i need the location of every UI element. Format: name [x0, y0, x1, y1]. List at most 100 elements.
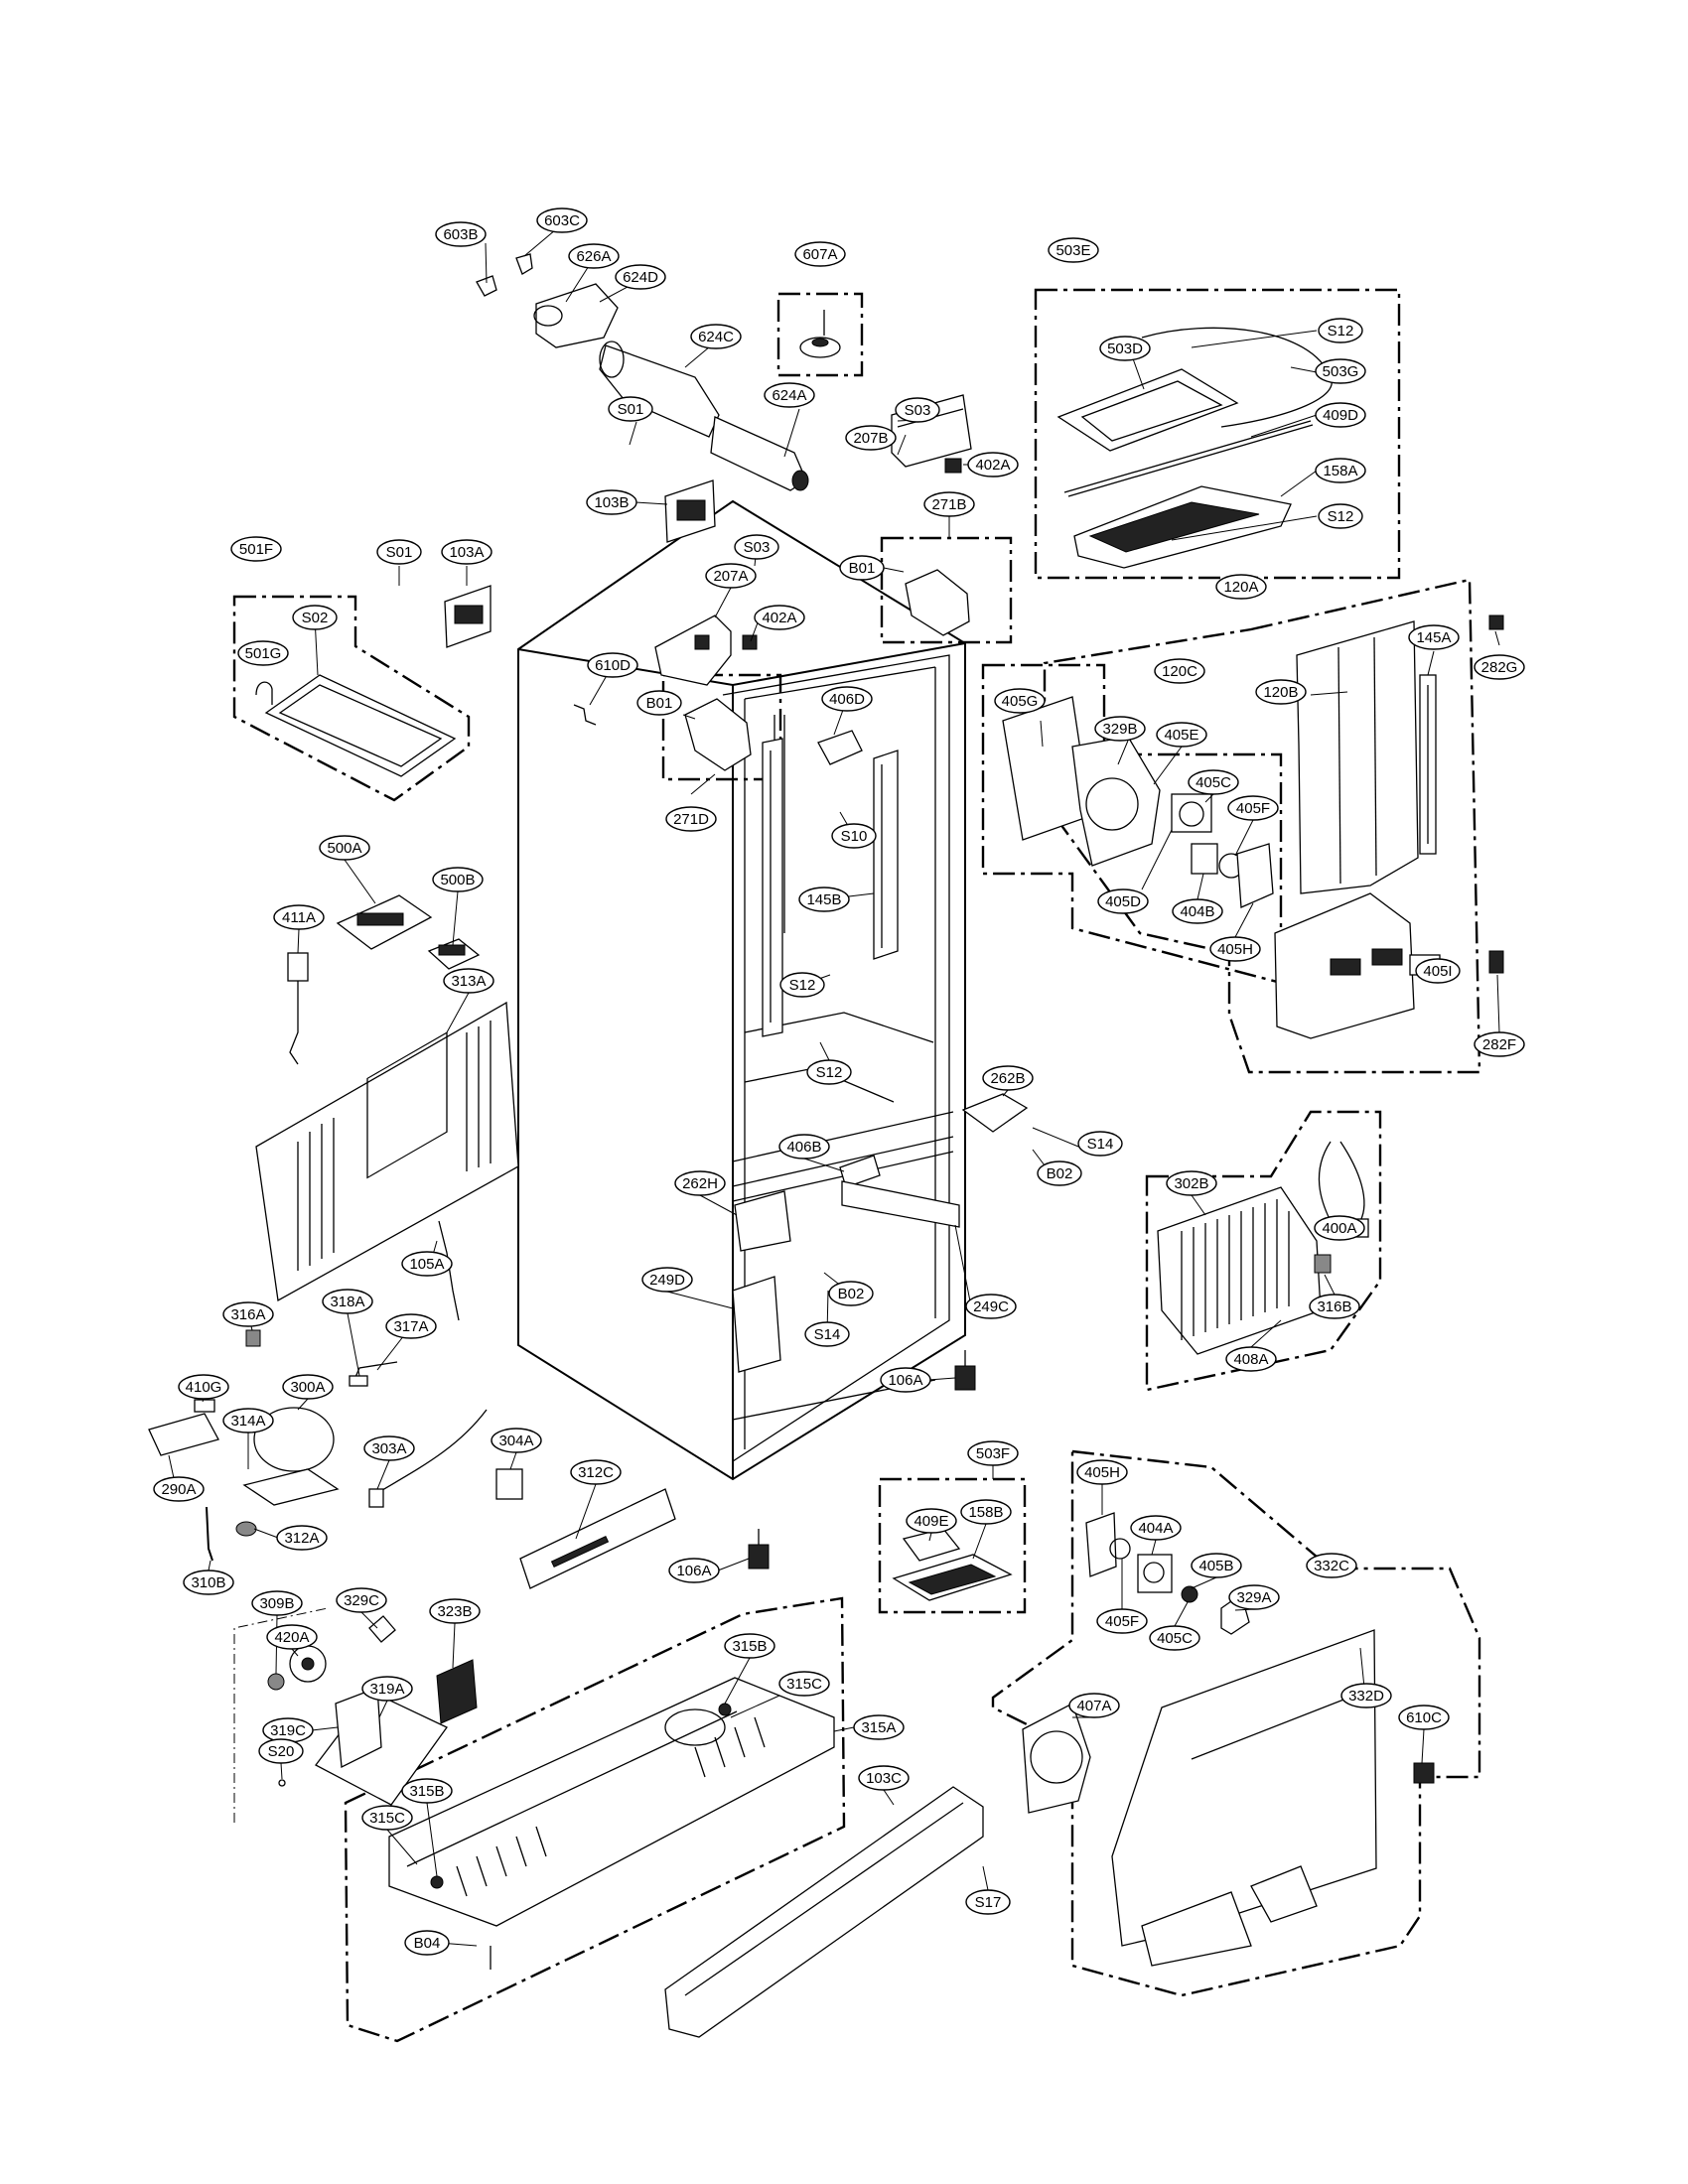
part-329C-fan	[368, 1615, 396, 1643]
svg-text:317A: 317A	[393, 1318, 428, 1335]
callout-262H: 262H	[674, 1170, 726, 1196]
callout-B01b: B01	[636, 690, 682, 716]
svg-text:503E: 503E	[1055, 242, 1090, 259]
boundary-332C	[991, 1449, 1481, 1997]
svg-text:316A: 316A	[230, 1306, 265, 1323]
svg-text:282G: 282G	[1481, 659, 1518, 676]
svg-text:405I: 405I	[1423, 963, 1452, 980]
svg-text:120B: 120B	[1263, 684, 1298, 701]
svg-text:503G: 503G	[1323, 363, 1359, 380]
callout-503E: 503E	[1048, 237, 1099, 263]
part-309B-washer	[267, 1673, 285, 1691]
svg-text:106A: 106A	[888, 1372, 922, 1389]
boundary-271B	[880, 536, 1013, 644]
callout-332C: 332C	[1306, 1553, 1357, 1578]
svg-text:404A: 404A	[1138, 1520, 1173, 1537]
svg-text:S01: S01	[618, 401, 644, 418]
callout-603C: 603C	[536, 207, 588, 233]
svg-text:329A: 329A	[1236, 1589, 1271, 1606]
part-407A-fan-housing	[1022, 1703, 1091, 1814]
svg-text:B02: B02	[1047, 1165, 1073, 1182]
svg-text:500B: 500B	[440, 872, 475, 888]
callout-300A: 300A	[282, 1374, 334, 1400]
svg-text:S12: S12	[789, 977, 816, 994]
callout-405Cb: 405C	[1149, 1625, 1200, 1651]
callout-607A: 607A	[794, 241, 846, 267]
callout-207A: 207A	[705, 563, 757, 589]
svg-text:332D: 332D	[1348, 1688, 1384, 1705]
svg-text:315A: 315A	[861, 1719, 896, 1736]
svg-text:402A: 402A	[762, 610, 796, 626]
part-610C-clip	[1413, 1762, 1435, 1784]
part-405C-motor	[1171, 793, 1212, 833]
svg-text:B04: B04	[414, 1935, 441, 1952]
part-610D-wire	[573, 704, 597, 726]
callout-120B: 120B	[1255, 679, 1307, 705]
svg-text:103A: 103A	[449, 544, 484, 561]
callout-319C: 319C	[262, 1717, 314, 1743]
part-626A-624D-bracket	[533, 283, 619, 348]
svg-text:405H: 405H	[1084, 1464, 1120, 1481]
callout-106Aa: 106A	[880, 1367, 931, 1393]
part-312A-grommet	[235, 1521, 257, 1537]
part-282G-clip	[1488, 614, 1504, 630]
part-249C-rail	[841, 1180, 960, 1228]
boundary-501F	[232, 595, 471, 802]
callout-282G: 282G	[1474, 654, 1525, 680]
svg-text:158B: 158B	[968, 1504, 1003, 1521]
svg-text:315B: 315B	[409, 1783, 444, 1800]
svg-text:158A: 158A	[1323, 463, 1357, 479]
callout-603B: 603B	[435, 221, 487, 247]
callout-405D: 405D	[1097, 888, 1149, 914]
callout-S01b: S01	[376, 539, 422, 565]
callout-405C: 405C	[1188, 769, 1239, 795]
callout-318A: 318A	[322, 1289, 373, 1314]
svg-text:S03: S03	[744, 539, 771, 556]
part-405F-bracket-b	[1109, 1538, 1131, 1560]
callout-405H: 405H	[1209, 936, 1261, 962]
boundary-271D	[661, 673, 782, 781]
callout-329B: 329B	[1094, 716, 1146, 742]
callout-624D: 624D	[615, 264, 666, 290]
callout-332D: 332D	[1340, 1683, 1392, 1708]
svg-text:407A: 407A	[1076, 1698, 1111, 1714]
part-405H-bracket-b	[1085, 1512, 1117, 1577]
svg-text:400A: 400A	[1322, 1220, 1356, 1237]
part-603C-clip	[515, 253, 533, 275]
rail-145B-right	[873, 750, 899, 960]
svg-text:120C: 120C	[1162, 663, 1197, 680]
part-500A-pcb	[336, 894, 433, 950]
callout-103B: 103B	[586, 489, 637, 515]
svg-text:302B: 302B	[1174, 1175, 1208, 1192]
svg-text:406D: 406D	[829, 691, 865, 708]
svg-text:103C: 103C	[866, 1770, 902, 1787]
svg-text:405G: 405G	[1002, 693, 1039, 710]
svg-text:315C: 315C	[369, 1810, 405, 1827]
callout-145A: 145A	[1408, 624, 1460, 650]
callout-312A: 312A	[276, 1525, 328, 1551]
callout-103A: 103A	[441, 539, 492, 565]
callout-282F: 282F	[1474, 1031, 1525, 1057]
svg-text:207A: 207A	[713, 568, 748, 585]
svg-text:120A: 120A	[1223, 579, 1258, 596]
callout-400A: 400A	[1314, 1215, 1365, 1241]
part-503D-panel	[1056, 368, 1239, 452]
svg-text:319A: 319A	[369, 1681, 404, 1698]
part-282F-clip	[1488, 950, 1504, 974]
callout-S14b: S14	[804, 1321, 850, 1347]
part-103C-grille	[664, 1786, 984, 2038]
svg-text:405C: 405C	[1196, 774, 1231, 791]
callout-319A: 319A	[361, 1676, 413, 1702]
callout-407A: 407A	[1068, 1693, 1120, 1718]
part-145A-rail	[1419, 674, 1437, 855]
callout-404B: 404B	[1172, 898, 1223, 924]
part-501G-clip	[255, 681, 273, 705]
part-207A-hinge-upper	[654, 614, 732, 686]
callout-501G: 501G	[237, 640, 289, 666]
svg-text:603B: 603B	[443, 226, 478, 243]
callout-145B: 145B	[798, 887, 850, 912]
part-158B-cover	[892, 1554, 1013, 1601]
callout-249C: 249C	[965, 1294, 1017, 1319]
svg-text:503F: 503F	[976, 1445, 1010, 1462]
